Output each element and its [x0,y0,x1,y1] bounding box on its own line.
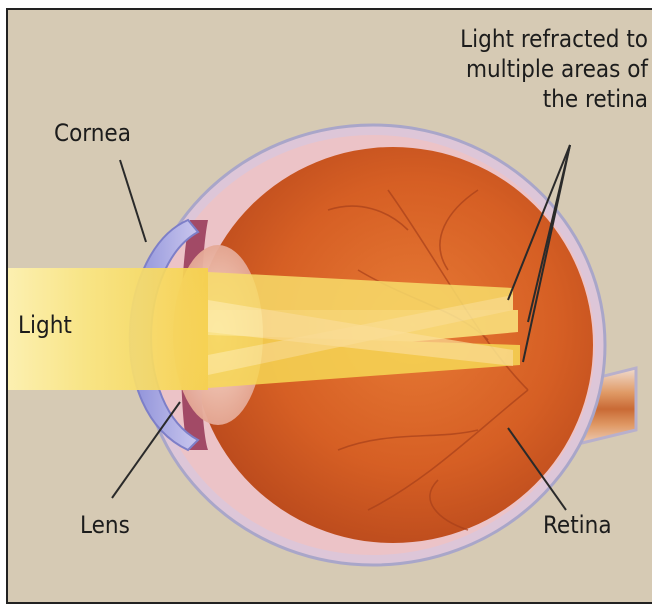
cornea-label: Cornea [54,118,131,148]
eye-diagram: Cornea Light Lens Retina Light refracted… [6,8,652,604]
light-label: Light [18,310,72,340]
retina-label: Retina [543,510,612,540]
refracted-label-line1: Light refracted to [460,24,648,54]
lens-label: Lens [80,510,130,540]
refracted-label-line3: the retina [543,84,648,114]
refracted-label-line2: multiple areas of [466,54,648,84]
